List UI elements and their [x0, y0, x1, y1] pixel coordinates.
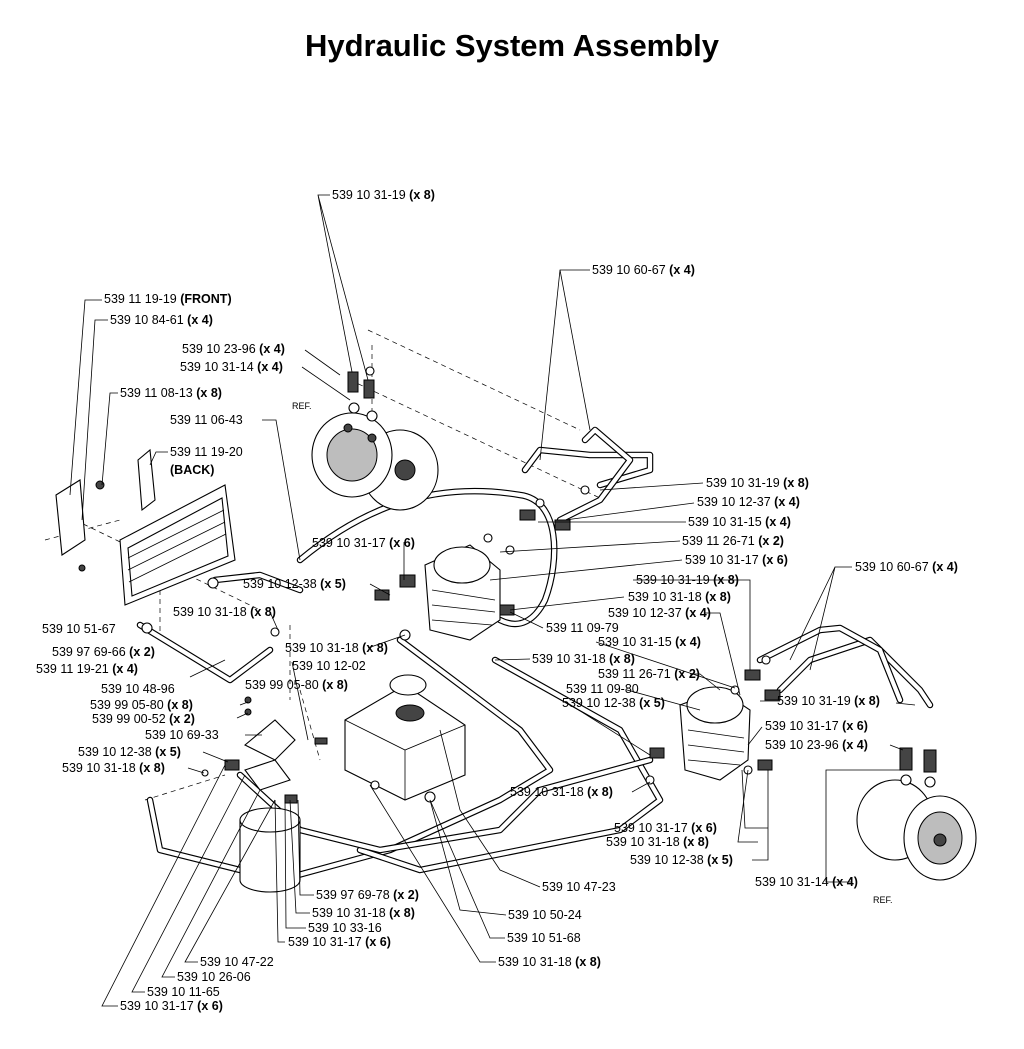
hydraulic-pump-upper — [399, 544, 501, 641]
part-label: 539 97 69-78 (x 2) — [316, 888, 419, 902]
part-label: 539 10 31-18 (x 8) — [498, 955, 601, 969]
part-label: 539 10 31-18 (x 8) — [510, 785, 613, 799]
small-fittings — [141, 485, 781, 804]
part-label: 539 10 12-37 (x 4) — [608, 606, 711, 620]
part-label: 539 11 26-71 (x 2) — [598, 667, 700, 681]
mount-bracket — [244, 696, 328, 761]
part-label: 539 10 12-02 — [292, 659, 366, 673]
leader-lines — [69, 194, 916, 1007]
part-label: 539 10 31-19 (x 8) — [706, 476, 809, 490]
part-label: 539 10 12-38 (x 5) — [243, 577, 346, 591]
part-label: 539 10 31-17 (x 6) — [312, 536, 415, 550]
part-label: 539 10 60-67 (x 4) — [592, 263, 695, 277]
part-label: 539 10 12-38 (x 5) — [562, 696, 665, 710]
part-label: 539 10 26-06 — [177, 970, 251, 984]
part-label: 539 10 51-68 — [507, 931, 581, 945]
part-label: 539 10 33-16 — [308, 921, 382, 935]
part-label: 539 99 00-52 (x 2) — [92, 712, 195, 726]
part-label: 539 10 11-65 — [147, 985, 220, 999]
part-label: 539 10 31-14 (x 4) — [180, 360, 283, 374]
part-label: 539 10 31-18 (x 8) — [312, 906, 415, 920]
part-label: 539 11 19-21 (x 4) — [36, 662, 138, 676]
part-label: 539 10 31-19 (x 8) — [332, 188, 435, 202]
part-label: 539 11 26-71 (x 2) — [682, 534, 784, 548]
part-label: 539 11 09-80 — [566, 682, 639, 696]
hydraulic-motor-lower — [856, 747, 977, 881]
part-label: 539 10 69-33 — [145, 728, 219, 742]
ref-label-lower: REF. — [873, 895, 893, 905]
part-label: 539 11 19-19 (FRONT) — [104, 292, 232, 306]
page-title: Hydraulic System Assembly — [304, 28, 720, 63]
part-label: 539 10 31-17 (x 6) — [685, 553, 788, 567]
part-label: 539 99 05-80 (x 8) — [245, 678, 348, 692]
part-label: 539 10 31-17 (x 6) — [288, 935, 391, 949]
part-label: 539 10 47-23 — [542, 880, 616, 894]
part-label: 539 10 47-22 — [200, 955, 274, 969]
part-label: 539 10 12-37 (x 4) — [697, 495, 800, 509]
part-label: 539 10 31-17 (x 6) — [765, 719, 868, 733]
part-label: 539 10 31-18 (x 8) — [606, 835, 709, 849]
oil-cooler — [119, 484, 236, 606]
part-label: 539 10 31-19 (x 8) — [777, 694, 880, 708]
reservoir-tank — [344, 674, 466, 801]
part-label: 539 10 84-61 (x 4) — [110, 313, 213, 327]
part-label: 539 11 08-13 (x 8) — [120, 386, 222, 400]
part-label: 539 10 31-18 (x 8) — [62, 761, 165, 775]
part-label: 539 10 31-19 (x 8) — [636, 573, 739, 587]
part-label: 539 10 12-38 (x 5) — [78, 745, 181, 759]
part-label: 539 10 31-17 (x 6) — [614, 821, 717, 835]
part-label: 539 11 09-79 — [546, 621, 619, 635]
part-label: 539 99 05-80 (x 8) — [90, 698, 193, 712]
upper-fittings — [347, 366, 378, 422]
brackets — [55, 448, 156, 572]
part-label: 539 10 60-67 (x 4) — [855, 560, 958, 574]
part-label: 539 11 19-20 — [170, 445, 243, 459]
part-label: 539 97 69-66 (x 2) — [52, 645, 155, 659]
hydraulic-motor-upper — [311, 412, 439, 511]
hydraulic-pump-lower — [679, 686, 751, 781]
part-label: 539 10 23-96 (x 4) — [765, 738, 868, 752]
part-label: 539 10 23-96 (x 4) — [182, 342, 285, 356]
part-label: 539 10 31-18 (x 8) — [173, 605, 276, 619]
part-label: 539 10 31-15 (x 4) — [598, 635, 701, 649]
part-label: 539 10 31-18 (x 8) — [532, 652, 635, 666]
part-label: 539 10 31-18 (x 8) — [285, 641, 388, 655]
part-label: 539 10 31-15 (x 4) — [688, 515, 791, 529]
part-label: (BACK) — [170, 463, 215, 477]
part-label: 539 10 48-96 — [101, 682, 175, 696]
ref-label-upper: REF. — [292, 401, 312, 411]
part-label: 539 10 31-14 (x 4) — [755, 875, 858, 889]
part-label: 539 10 12-38 (x 5) — [630, 853, 733, 867]
part-label: 539 10 51-67 — [42, 622, 116, 636]
part-label: 539 10 50-24 — [508, 908, 582, 922]
part-label: 539 10 31-18 (x 8) — [628, 590, 731, 604]
part-label: 539 11 06-43 — [170, 413, 243, 427]
part-label: 539 10 31-17 (x 6) — [120, 999, 223, 1013]
